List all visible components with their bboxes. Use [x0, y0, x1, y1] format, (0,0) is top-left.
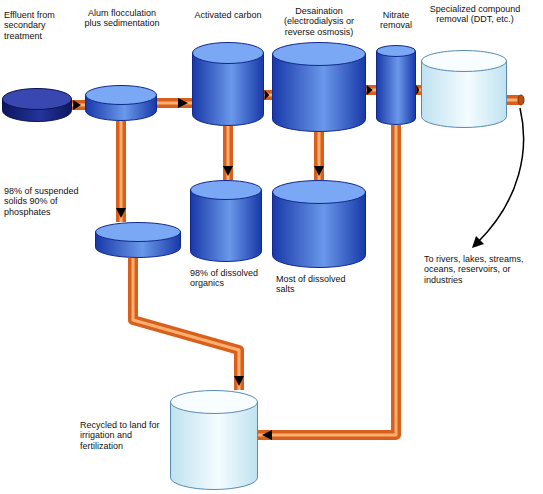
- tank-label: Specialized compound removal (DDT, etc.): [428, 4, 522, 25]
- pipe-connector: [72, 100, 85, 110]
- pipe-connector: [416, 85, 421, 95]
- treatment-tank: Effluent from secondary treatment: [2, 88, 72, 122]
- tank-label: 98% of suspended solids 90% of phosphate…: [4, 186, 94, 217]
- treatment-tank: 98% of suspended solids 90% of phosphate…: [95, 222, 181, 258]
- arrowhead: [416, 85, 419, 95]
- arrowhead: [73, 100, 81, 110]
- arrowhead: [262, 430, 272, 440]
- arrowhead: [178, 98, 188, 108]
- pipe-mouth: [518, 95, 524, 105]
- tank-top: [3, 89, 72, 110]
- tank-top: [422, 51, 507, 72]
- tank-shape: [85, 85, 157, 121]
- pipe-connector: [314, 132, 324, 180]
- arrowhead: [234, 376, 244, 386]
- pipe: [157, 98, 192, 108]
- tank-label: 98% of dissolved organics: [190, 268, 266, 289]
- tank-shape: [192, 42, 264, 126]
- tank-body: [191, 190, 262, 262]
- outflow-arrowhead: [472, 236, 484, 248]
- tank-shape: [190, 180, 262, 262]
- pipe-connector: [264, 90, 272, 100]
- pipe-highlight: [258, 125, 396, 435]
- tank-label: Alum flocculation plus sedimentation: [84, 8, 160, 29]
- tank-shape: [421, 50, 507, 128]
- arrowhead: [367, 85, 373, 95]
- pipe: [314, 132, 324, 180]
- tank-body: [377, 51, 416, 124]
- tank-shape: [2, 88, 72, 122]
- tank-top: [191, 181, 262, 200]
- treatment-tank: Desaination (electrodialysis or reverse …: [272, 42, 366, 132]
- arrowhead: [314, 166, 324, 176]
- pipe: [116, 121, 126, 222]
- pipe: [223, 126, 233, 180]
- tank-top: [86, 86, 157, 105]
- pipe: [416, 85, 421, 95]
- pipe: [366, 85, 376, 95]
- treatment-tank: Specialized compound removal (DDT, etc.): [421, 50, 507, 128]
- tank-top: [171, 391, 258, 414]
- tank-label: Recycled to land for irrigation and fert…: [80, 420, 166, 451]
- treatment-tank: Activated carbon: [192, 42, 264, 126]
- tank-label: Activated carbon: [190, 10, 266, 20]
- tank-top: [377, 46, 416, 57]
- tank-top: [193, 43, 264, 64]
- treatment-tank: 98% of dissolved organics: [190, 180, 262, 262]
- tank-shape: [376, 45, 416, 125]
- pipe-connector: [223, 126, 233, 180]
- tank-label: Nitrate removal: [368, 10, 424, 31]
- tank-shape: [272, 42, 366, 132]
- treatment-tank: Nitrate removal: [376, 45, 416, 125]
- pipe: [264, 90, 272, 100]
- tank-shape: [170, 390, 258, 490]
- tank-top: [273, 43, 366, 66]
- pipe: [72, 100, 85, 110]
- tank-body: [171, 402, 258, 489]
- destination-note: To rivers, lakes, streams, oceans, reser…: [424, 254, 540, 285]
- arrowhead: [116, 208, 126, 218]
- tank-label: Effluent from secondary treatment: [4, 10, 79, 41]
- arrowhead: [223, 166, 233, 176]
- outflow-arrow: [478, 108, 524, 242]
- treatment-tank: Recycled to land for irrigation and fert…: [170, 390, 258, 490]
- tank-shape: [95, 222, 181, 258]
- tank-label: Desaination (electrodialysis or reverse …: [272, 6, 366, 37]
- tank-top: [96, 223, 181, 242]
- pipe-connector: [258, 125, 396, 440]
- pipe-connector: [366, 85, 376, 95]
- treatment-tank: Alum flocculation plus sedimentation: [85, 85, 157, 121]
- pipe-connector: [157, 98, 192, 108]
- arrowhead: [265, 90, 270, 100]
- treatment-tank: Most of dissolved salts: [272, 180, 366, 268]
- tank-top: [273, 181, 366, 204]
- tank-shape: [272, 180, 366, 268]
- pipe-highlight: [120, 121, 123, 222]
- pipe: [258, 125, 396, 435]
- tank-label: Most of dissolved salts: [276, 274, 366, 295]
- pipe-connector: [116, 121, 126, 222]
